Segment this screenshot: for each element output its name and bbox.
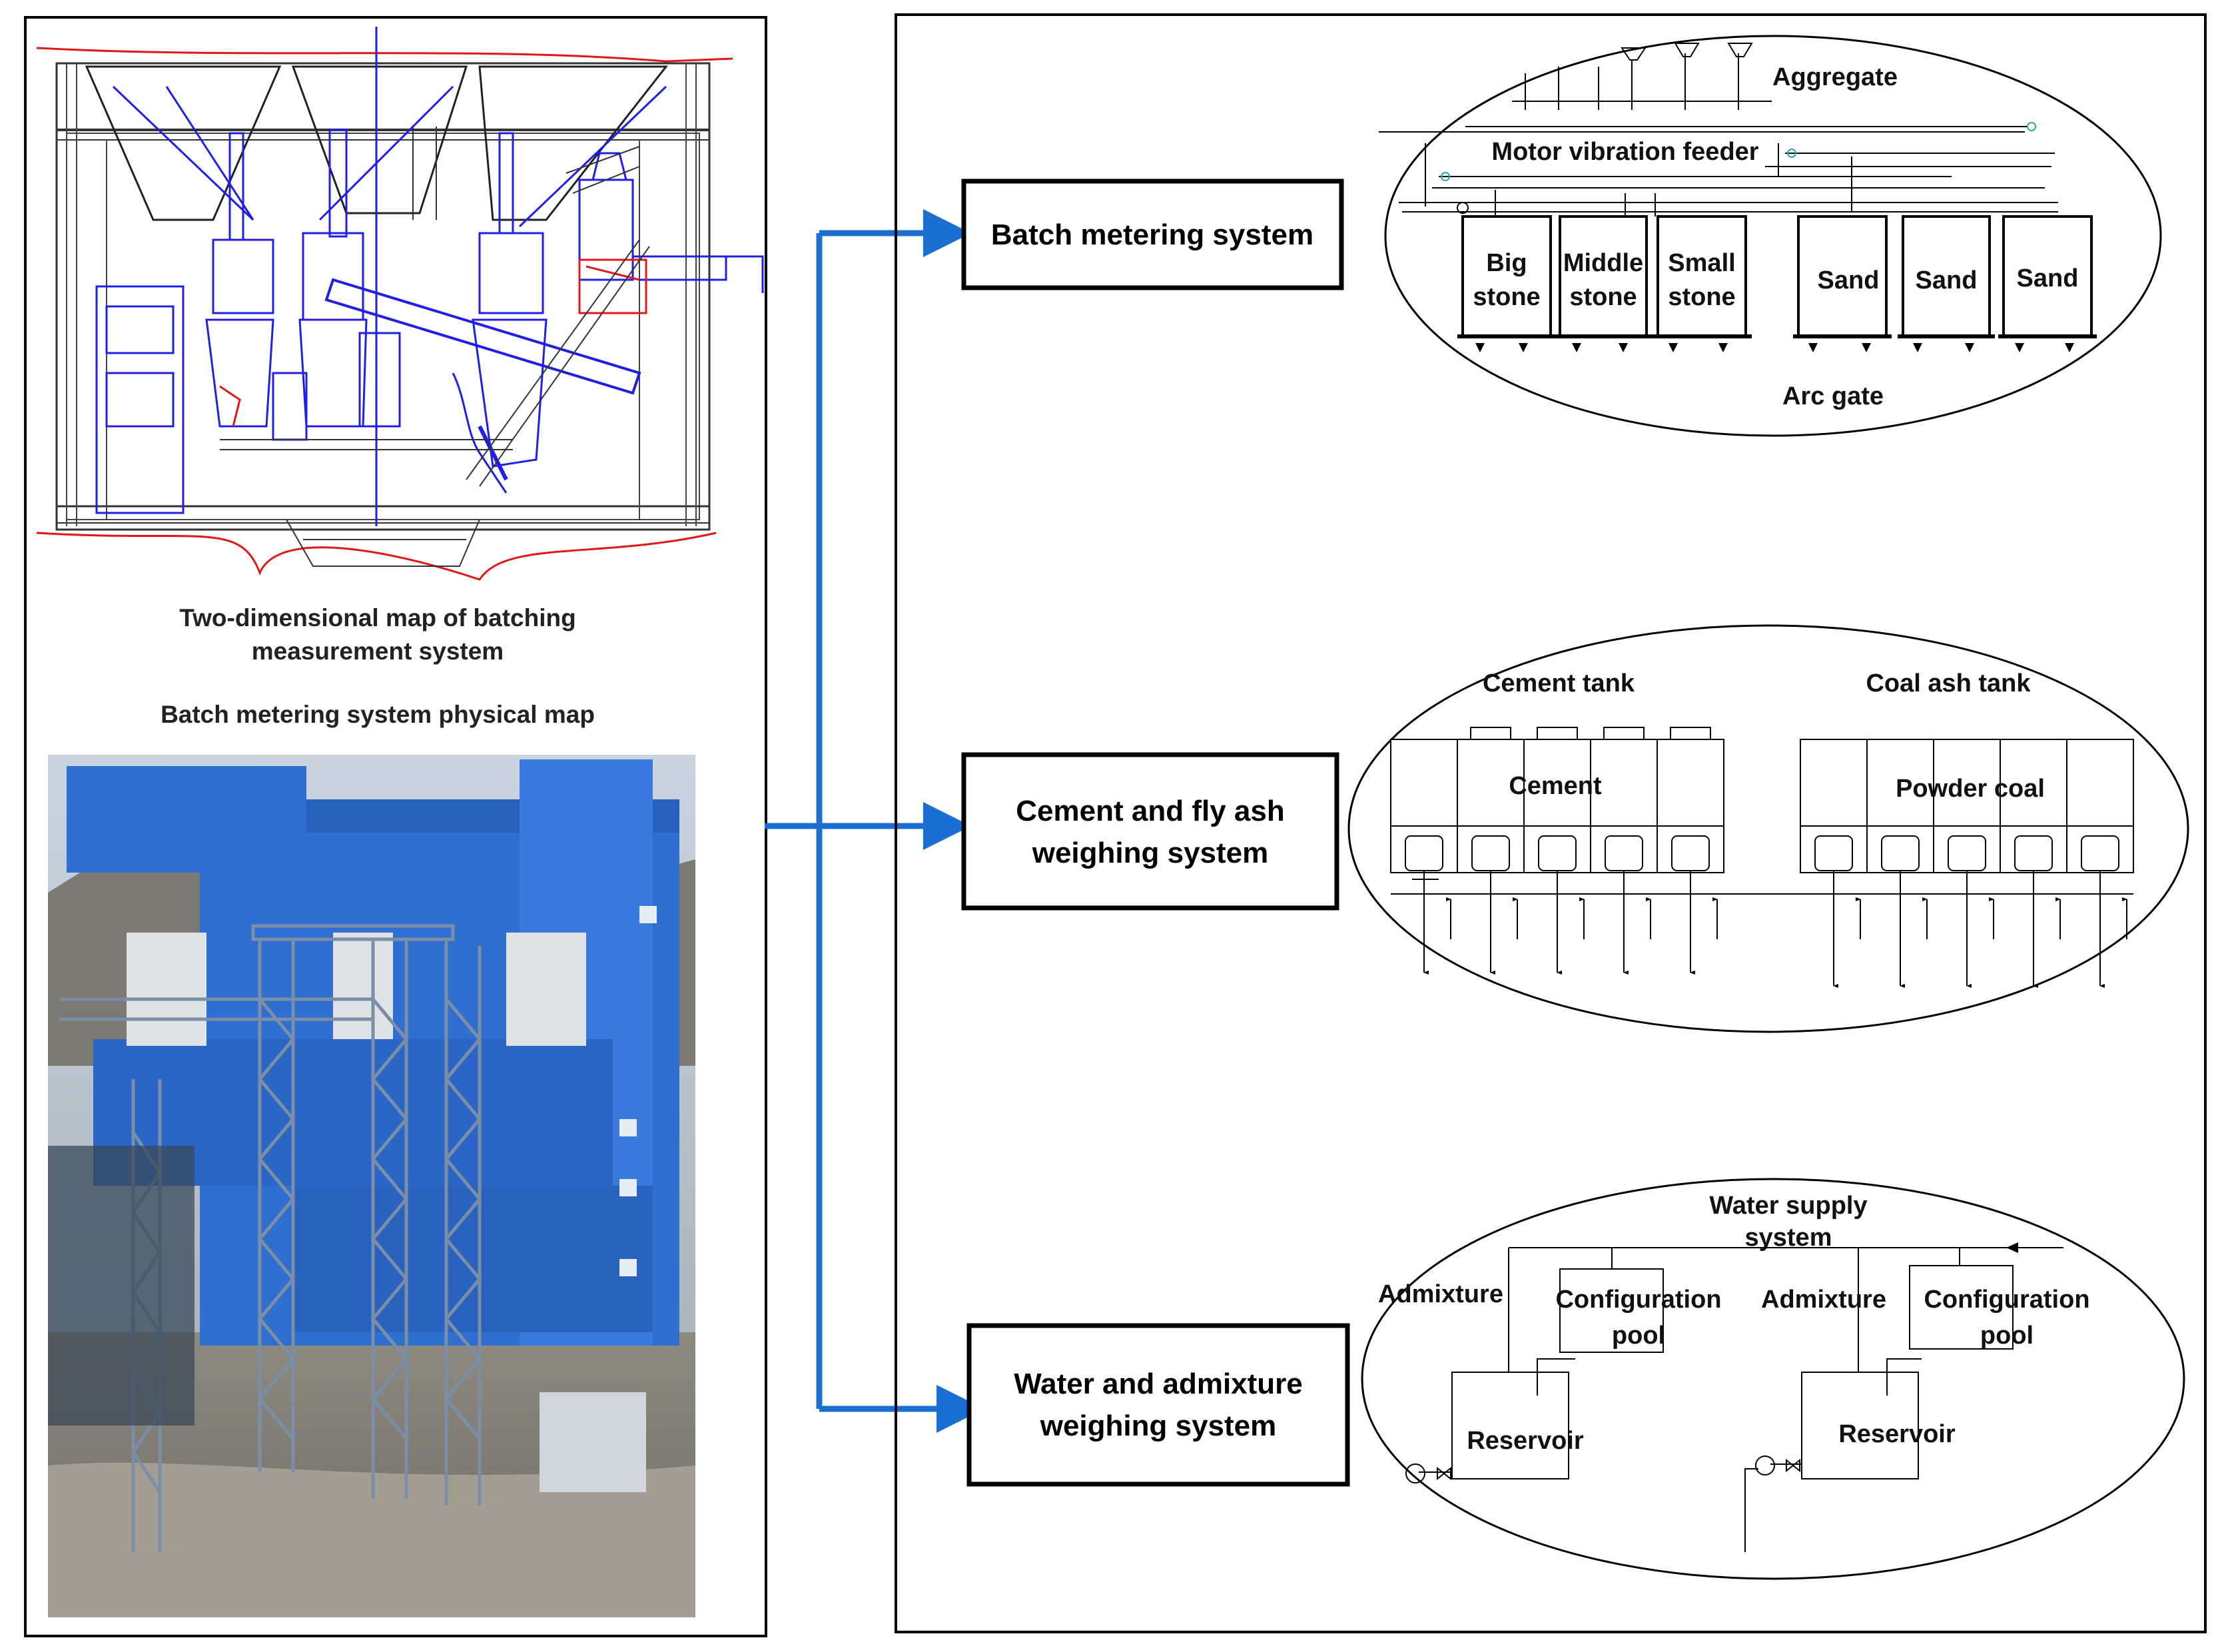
- cement-tank-label: Cement tank: [1483, 669, 1635, 697]
- water-weighing-label-2: weighing system: [1040, 1410, 1277, 1442]
- config-left-label-1: Configuration: [1555, 1286, 1721, 1314]
- bin-label-3a: Small: [1668, 249, 1735, 277]
- connector-arrows: [765, 209, 984, 1433]
- cad-drawing: [36, 27, 764, 581]
- aggregate-diagram: Aggregate Motor vibration feeder Arc gat…: [1379, 35, 2162, 437]
- feeder-label: Motor vibration feeder: [1491, 138, 1758, 166]
- bin-label-2a: Middle: [1563, 249, 1643, 277]
- bin-label-5: Sand: [1916, 266, 1978, 294]
- coal-ash-tank-label: Coal ash tank: [1866, 669, 2031, 697]
- cement-weighing-box: Cement and fly ash weighing system: [961, 752, 1339, 911]
- config-left-label-2: pool: [1612, 1322, 1665, 1350]
- bin-label-1a: Big: [1486, 249, 1527, 277]
- caption-2d-line1: Two-dimensional map of batching: [179, 604, 575, 631]
- config-right-label-1: Configuration: [1924, 1286, 2089, 1314]
- admixture-right-label: Admixture: [1761, 1286, 1886, 1314]
- right-panel-frame: [895, 13, 2207, 1633]
- bin-label-4: Sand: [1818, 266, 1880, 294]
- batch-metering-label: Batch metering system: [991, 218, 1313, 251]
- config-right-label-2: pool: [1980, 1322, 2034, 1350]
- water-weighing-label-1: Water and admixture: [1014, 1368, 1303, 1400]
- powder-coal-label: Powder coal: [1896, 775, 2045, 803]
- bin-label-1b: stone: [1473, 283, 1540, 311]
- arc-gate-label: Arc gate: [1782, 382, 1884, 410]
- plant-photo: [48, 755, 695, 1617]
- reservoir-left-label: Reservoir: [1467, 1427, 1584, 1455]
- cement-weighing-label-2: weighing system: [1032, 837, 1269, 869]
- bin-label-6: Sand: [2017, 264, 2079, 292]
- aggregate-label: Aggregate: [1772, 63, 1898, 91]
- cement-diagram: Cement tank Coal ash tank: [1347, 624, 2189, 1033]
- bin-label-2b: stone: [1569, 283, 1637, 311]
- cement-weighing-label-1: Cement and fly ash: [1016, 795, 1284, 827]
- reservoir-right-label: Reservoir: [1838, 1420, 1956, 1448]
- admixture-left-label: Admixture: [1378, 1280, 1503, 1308]
- bin-label-3b: stone: [1668, 283, 1735, 311]
- caption-2d-line2: measurement system: [252, 637, 504, 665]
- cement-label: Cement: [1509, 772, 1602, 800]
- water-weighing-box: Water and admixture weighing system: [966, 1323, 1350, 1487]
- batch-metering-box: Batch metering system: [961, 179, 1344, 290]
- water-diagram: Water supply system Admixture Admixture …: [1361, 1178, 2185, 1580]
- caption-photo: Batch metering system physical map: [161, 701, 595, 728]
- water-supply-label-1: Water supply: [1709, 1192, 1867, 1220]
